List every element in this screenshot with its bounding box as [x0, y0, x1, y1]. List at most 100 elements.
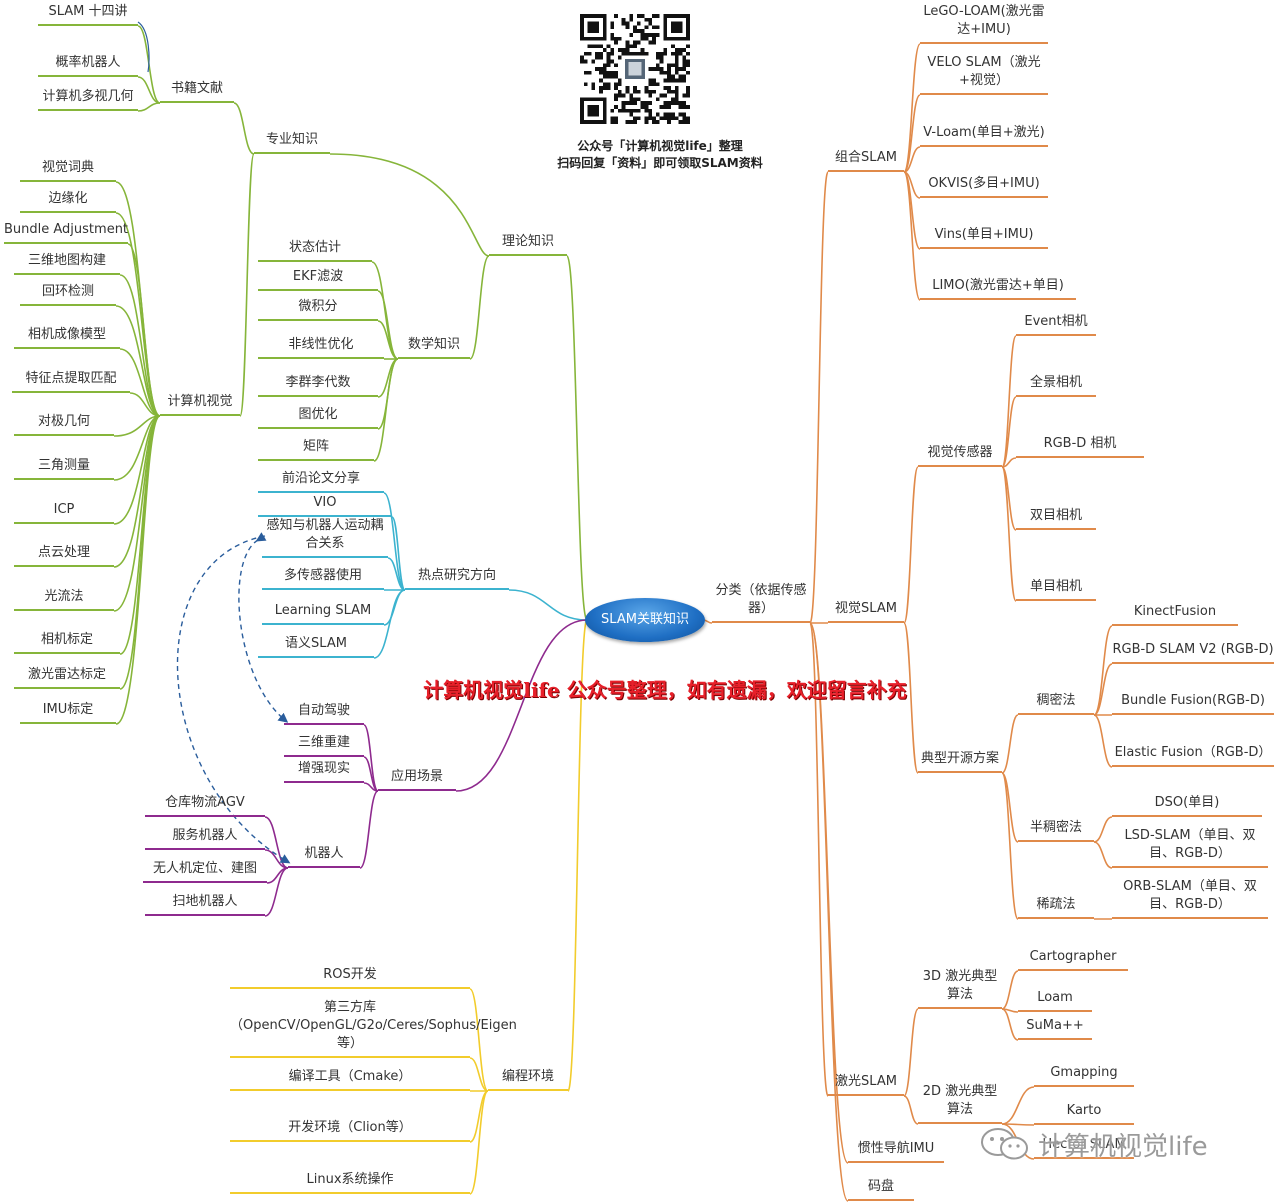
node-books[interactable]: 书籍文献 [160, 80, 234, 103]
node-s5[interactable]: Vins(单目+IMU) [920, 226, 1048, 249]
node-m4[interactable]: 非线性优化 [258, 336, 384, 359]
node-c14[interactable]: 激光雷达标定 [14, 666, 120, 689]
node-sparse[interactable]: 稀疏法 [1018, 896, 1094, 919]
node-prof[interactable]: 专业知识 [254, 131, 330, 154]
node-l3b[interactable]: Loam [1018, 989, 1092, 1012]
connector-l3d-l3a [1001, 970, 1019, 1010]
node-imu[interactable]: 惯性导航IMU [848, 1140, 944, 1163]
node-v3[interactable]: RGB-D 相机 [1016, 435, 1144, 458]
node-h3[interactable]: 感知与机器人运动耦合关系 [262, 517, 388, 558]
node-theory[interactable]: 理论知识 [489, 233, 567, 256]
node-semi[interactable]: 半稠密法 [1018, 819, 1094, 842]
node-env[interactable]: 编程环境 [488, 1068, 568, 1091]
node-l2b[interactable]: Karto [1034, 1102, 1134, 1125]
node-h6[interactable]: 语义SLAM [258, 635, 374, 658]
connector-cv-c3 [127, 243, 161, 417]
node-sd1[interactable]: DSO(单目) [1112, 794, 1262, 817]
node-h2[interactable]: VIO [258, 494, 392, 517]
node-c1[interactable]: 视觉词典 [20, 159, 116, 182]
node-r3[interactable]: 无人机定位、建图 [143, 860, 267, 883]
node-e4[interactable]: 开发环境（Clion等） [230, 1119, 470, 1142]
node-r4[interactable]: 扫地机器人 [145, 893, 265, 916]
node-s3[interactable]: V-Loam(单目+激光) [920, 124, 1048, 147]
node-m7[interactable]: 矩阵 [258, 438, 374, 461]
node-c2[interactable]: 边缘化 [20, 190, 116, 213]
node-v4[interactable]: 双目相机 [1016, 507, 1096, 530]
node-a3[interactable]: 增强现实 [284, 760, 364, 783]
node-h1[interactable]: 前沿论文分享 [258, 470, 384, 493]
node-m5[interactable]: 李群李代数 [258, 374, 378, 397]
node-c9[interactable]: 三角测量 [14, 457, 114, 480]
node-v2[interactable]: 全景相机 [1016, 374, 1096, 397]
node-typ[interactable]: 典型开源方案 [918, 750, 1002, 773]
node-m3[interactable]: 微积分 [258, 298, 378, 321]
node-e2[interactable]: 第三方库（OpenCV/OpenGL/G2o/Ceres/Sophus/Eige… [230, 999, 517, 1058]
node-e1[interactable]: ROS开发 [230, 966, 470, 989]
node-b2[interactable]: 概率机器人 [38, 54, 138, 77]
node-r1[interactable]: 仓库物流AGV [145, 794, 265, 817]
node-l2c[interactable]: Hector SLAM [1034, 1136, 1134, 1159]
node-r2[interactable]: 服务机器人 [145, 827, 265, 850]
center-node[interactable]: SLAM关联知识 [585, 598, 705, 642]
node-combo[interactable]: 组合SLAM [828, 149, 904, 172]
node-s1[interactable]: LeGO-LOAM(激光雷达+IMU) [920, 3, 1048, 44]
connector-center-hot [508, 589, 588, 621]
node-math[interactable]: 数学知识 [398, 336, 470, 359]
node-cv[interactable]: 计算机视觉 [160, 393, 240, 416]
node-c3[interactable]: Bundle Adjustment [4, 221, 128, 244]
node-a1[interactable]: 自动驾驶 [284, 702, 364, 725]
node-s4[interactable]: OKVIS(多目+IMU) [920, 175, 1048, 198]
connector-dense-d2 [1093, 663, 1113, 716]
node-a2[interactable]: 三维重建 [284, 734, 364, 757]
node-c4[interactable]: 三维地图构建 [14, 252, 120, 275]
node-sd2[interactable]: LSD-SLAM（单目、双目、RGB-D） [1112, 827, 1268, 868]
node-c5[interactable]: 回环检测 [20, 283, 116, 306]
node-vs[interactable]: 视觉传感器 [918, 444, 1002, 467]
node-d3[interactable]: Bundle Fusion(RGB-D) [1112, 692, 1274, 715]
node-d4[interactable]: Elastic Fusion（RGB-D） [1112, 744, 1274, 767]
node-e5[interactable]: Linux系统操作 [230, 1171, 470, 1194]
node-s2[interactable]: VELO SLAM（激光+视觉） [920, 54, 1048, 95]
node-app[interactable]: 应用场景 [378, 768, 456, 791]
node-m2[interactable]: EKF滤波 [258, 268, 378, 291]
node-l3c[interactable]: SuMa++ [1018, 1017, 1092, 1040]
node-l2a[interactable]: Gmapping [1034, 1064, 1134, 1087]
connector-lslam-l3d [903, 1008, 919, 1097]
node-c15[interactable]: IMU标定 [20, 701, 116, 724]
node-h5[interactable]: Learning SLAM [262, 602, 384, 625]
node-odo[interactable]: 码盘 [848, 1178, 914, 1201]
node-cls[interactable]: 分类（依据传感器） [712, 582, 810, 623]
node-c12[interactable]: 光流法 [14, 588, 114, 611]
node-s6[interactable]: LIMO(激光雷达+单目) [920, 277, 1076, 300]
node-b3[interactable]: 计算机多视几何 [38, 88, 138, 111]
node-l3d[interactable]: 3D 激光典型算法 [918, 968, 1002, 1009]
node-e3[interactable]: 编译工具（Cmake） [230, 1068, 470, 1091]
node-c11[interactable]: 点云处理 [14, 544, 114, 567]
connector-lslam-l2d [903, 1095, 919, 1125]
node-m1[interactable]: 状态估计 [258, 239, 372, 262]
node-l2d[interactable]: 2D 激光典型算法 [918, 1083, 1002, 1124]
node-m6[interactable]: 图优化 [258, 406, 378, 429]
connector-dense-d4 [1093, 714, 1113, 768]
node-c7[interactable]: 特征点提取匹配 [12, 370, 130, 393]
node-dense[interactable]: 稠密法 [1018, 692, 1094, 715]
node-l3a[interactable]: Cartographer [1018, 948, 1128, 971]
watermark: 计算机视觉life [978, 1124, 1268, 1166]
node-b1[interactable]: SLAM 十四讲 [38, 3, 138, 26]
node-v5[interactable]: 单目相机 [1016, 578, 1096, 601]
node-h4[interactable]: 多传感器使用 [262, 567, 384, 590]
node-d2[interactable]: RGB-D SLAM V2 (RGB-D) [1112, 641, 1274, 664]
connector-vslam-typ [903, 622, 919, 774]
node-d1[interactable]: KinectFusion [1112, 603, 1238, 626]
qr-code-image [580, 14, 690, 124]
node-v1[interactable]: Event相机 [1016, 313, 1096, 336]
node-lslam[interactable]: 激光SLAM [828, 1073, 904, 1096]
node-robot[interactable]: 机器人 [288, 845, 360, 868]
node-c8[interactable]: 对极几何 [14, 413, 114, 436]
node-sp1[interactable]: ORB-SLAM（单目、双目、RGB-D） [1112, 878, 1268, 919]
node-c6[interactable]: 相机成像模型 [14, 326, 120, 349]
node-c10[interactable]: ICP [14, 501, 114, 524]
node-hot[interactable]: 热点研究方向 [405, 567, 509, 590]
node-vslam[interactable]: 视觉SLAM [828, 600, 904, 623]
node-c13[interactable]: 相机标定 [14, 631, 120, 654]
